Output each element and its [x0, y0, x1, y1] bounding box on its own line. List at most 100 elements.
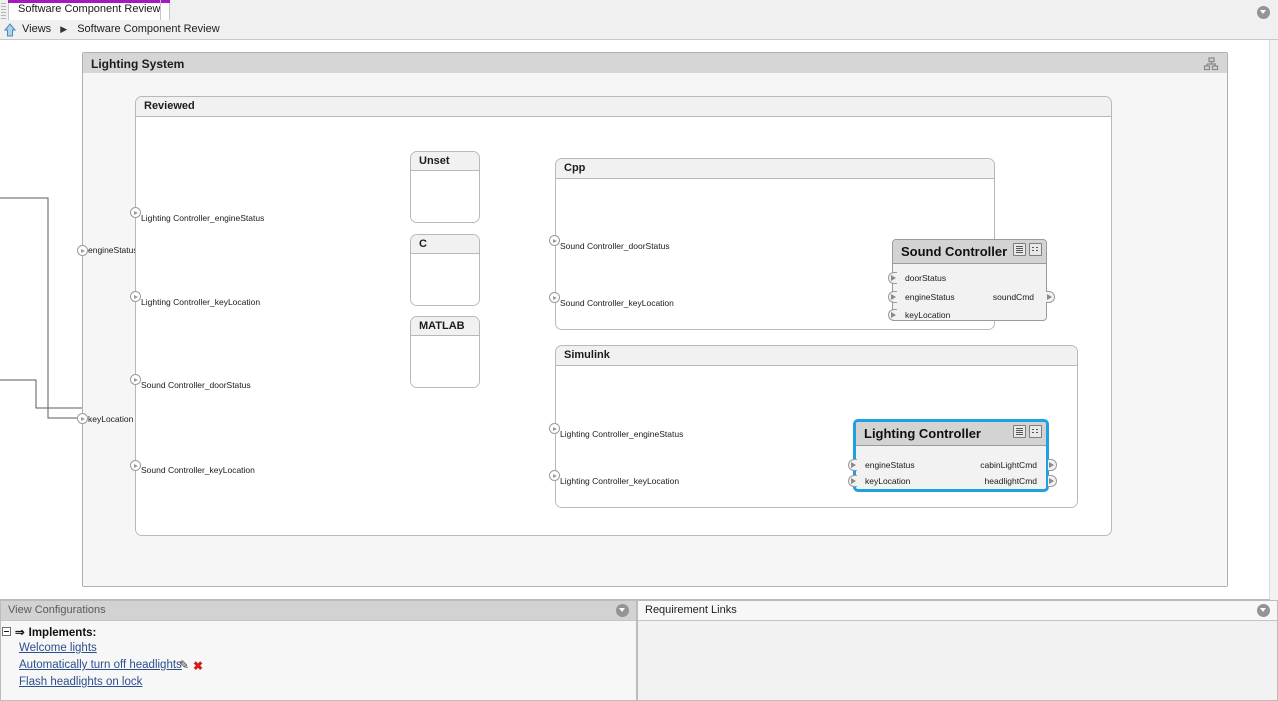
breadcrumb-item-views[interactable]: Views — [22, 23, 52, 35]
chevron-circle-icon[interactable] — [616, 604, 629, 617]
component-header-icons — [1013, 243, 1042, 256]
requirement-link-welcome-lights[interactable]: Welcome lights — [19, 642, 97, 654]
group-lighting-system-title: Lighting System — [91, 57, 185, 71]
input-arrow-icon — [851, 462, 856, 468]
output-arrow-icon — [1049, 462, 1054, 468]
delete-x-icon[interactable]: ✖ — [193, 659, 204, 673]
collapse-toggle-icon[interactable] — [2, 627, 11, 636]
requirement-link-auto-off-headlights[interactable]: Automatically turn off headlights — [19, 659, 182, 671]
group-unset-body — [411, 171, 479, 222]
port-keylocation[interactable] — [77, 413, 88, 424]
port-cpp-sc-keylocation[interactable] — [549, 292, 560, 303]
port-reviewed-lc-enginestatus-label: Lighting Controller_engineStatus — [141, 213, 265, 223]
hierarchy-icon[interactable] — [1203, 56, 1219, 72]
group-cpp[interactable]: Cpp Sound Controller doorSta — [555, 158, 1055, 330]
chevron-circle-icon — [1257, 6, 1270, 20]
group-matlab-title: MATLAB — [419, 320, 465, 332]
group-matlab[interactable]: MATLAB — [410, 316, 480, 388]
port-sim-lc-keylocation-label: Lighting Controller_keyLocation — [560, 476, 680, 486]
group-simulink-header: Simulink — [556, 346, 1077, 366]
component-lighting-controller-header: Lighting Controller — [856, 422, 1046, 446]
port-reviewed-sc-doorstatus[interactable] — [130, 374, 141, 385]
port-cpp-sc-doorstatus[interactable] — [549, 235, 560, 246]
document-icon[interactable] — [1013, 243, 1026, 256]
component-header-icons — [1013, 425, 1042, 438]
component-output-cabinlightcmd[interactable]: cabinLightCmd — [980, 460, 1037, 470]
port-reviewed-sc-keylocation-2[interactable] — [130, 460, 141, 471]
group-simulink[interactable]: Simulink Lighting Controller — [555, 345, 1078, 508]
port-cpp-sc-doorstatus-label: Sound Controller_doorStatus — [560, 241, 670, 251]
component-sound-controller-title: Sound Controller — [901, 244, 1008, 259]
port-keylocation-label: keyLocation — [88, 414, 134, 424]
group-c-body — [411, 254, 479, 305]
tab-strip-divider — [160, 0, 171, 20]
edit-pencil-icon[interactable]: ✎ — [179, 658, 190, 672]
panel-requirement-links-title: Requirement Links — [645, 604, 737, 616]
list-icon[interactable] — [1029, 425, 1042, 438]
group-matlab-body — [411, 336, 479, 387]
input-arrow-icon — [891, 275, 896, 281]
port-reviewed-lc-keylocation[interactable] — [130, 291, 141, 302]
port-enginestatus-label: engineStatus — [88, 245, 138, 255]
component-input-doorstatus[interactable]: doorStatus — [905, 273, 947, 283]
drag-gripper[interactable] — [1, 3, 6, 19]
bottom-dock: View Configurations ⇒Implements: Welcome… — [0, 600, 1278, 701]
component-output-headlightcmd[interactable]: headlightCmd — [984, 476, 1037, 486]
group-cpp-header: Cpp — [556, 159, 994, 179]
component-sound-controller[interactable]: Sound Controller doorStatus engineStatus — [888, 239, 1055, 321]
list-item[interactable]: Automatically turn off headlights ✎ ✖ — [1, 658, 636, 676]
panel-view-configurations-header: View Configurations — [1, 601, 636, 621]
navigate-up-icon[interactable] — [2, 22, 18, 38]
group-reviewed-title: Reviewed — [144, 100, 195, 112]
group-c[interactable]: C — [410, 234, 480, 306]
breadcrumb-bar: Views ▶ Software Component Review — [0, 21, 1278, 40]
list-item[interactable]: Welcome lights — [1, 642, 636, 659]
chevron-circle-icon[interactable] — [1257, 604, 1270, 617]
group-cpp-body: Sound Controller doorStatus engineStatus — [556, 179, 1055, 329]
group-unset-title: Unset — [419, 155, 450, 167]
group-matlab-header: MATLAB — [411, 317, 479, 336]
canvas-vertical-scrollbar[interactable] — [1269, 40, 1278, 599]
group-unset[interactable]: Unset — [410, 151, 480, 223]
port-reviewed-lc-enginestatus[interactable] — [130, 207, 141, 218]
component-input-keylocation[interactable]: keyLocation — [905, 310, 951, 320]
panel-view-configurations-body: ⇒Implements: Welcome lights Automaticall… — [1, 621, 636, 700]
tree-group-implements[interactable]: ⇒Implements: — [1, 624, 636, 642]
architecture-canvas[interactable]: Lighting System engineStatus keyLocation — [0, 40, 1270, 600]
port-sim-lc-enginestatus[interactable] — [549, 423, 560, 434]
port-enginestatus[interactable] — [77, 245, 88, 256]
component-input-enginestatus[interactable]: engineStatus — [905, 292, 955, 302]
component-output-soundcmd[interactable]: soundCmd — [992, 292, 1034, 302]
input-arrow-icon — [891, 312, 896, 318]
panel-options-button[interactable] — [1257, 4, 1270, 20]
tab-accent-bar — [8, 0, 171, 3]
component-sound-controller-header: Sound Controller — [893, 240, 1046, 264]
chevron-right-icon: ▶ — [60, 24, 68, 34]
component-lighting-controller-title: Lighting Controller — [864, 426, 981, 441]
component-lighting-controller-body: engineStatus keyLocation cabinLightCmd h… — [848, 446, 1057, 489]
document-icon[interactable] — [1013, 425, 1026, 438]
port-reviewed-sc-doorstatus-label: Sound Controller_doorStatus — [141, 380, 251, 390]
component-input-keylocation[interactable]: keyLocation — [865, 476, 911, 486]
input-arrow-icon — [891, 294, 896, 300]
tree-group-label: ⇒Implements: — [15, 625, 96, 639]
breadcrumb-item-current[interactable]: Software Component Review — [77, 23, 220, 35]
panel-requirement-links-header: Requirement Links — [638, 601, 1277, 621]
tab-strip: Software Component Review — [0, 0, 1278, 22]
breadcrumb: Views ▶ Software Component Review — [22, 23, 220, 35]
panel-view-configurations-title: View Configurations — [8, 604, 106, 616]
group-simulink-title: Simulink — [564, 349, 610, 361]
list-icon[interactable] — [1029, 243, 1042, 256]
group-simulink-body: Lighting Controller engineStatus keyLoca… — [556, 366, 1077, 507]
requirement-link-flash-headlights[interactable]: Flash headlights on lock — [19, 676, 143, 688]
group-unset-header: Unset — [411, 152, 479, 171]
port-sim-lc-keylocation[interactable] — [549, 470, 560, 481]
panel-view-configurations[interactable]: View Configurations ⇒Implements: Welcome… — [0, 600, 637, 701]
port-sim-lc-enginestatus-label: Lighting Controller_engineStatus — [560, 429, 684, 439]
list-item[interactable]: Flash headlights on lock — [1, 676, 636, 693]
component-lighting-controller[interactable]: Lighting Controller engineStatus keyLoca… — [848, 419, 1057, 492]
panel-requirement-links[interactable]: Requirement Links — [637, 600, 1278, 701]
component-input-enginestatus[interactable]: engineStatus — [865, 460, 915, 470]
tab-software-component-review[interactable]: Software Component Review — [8, 0, 171, 20]
